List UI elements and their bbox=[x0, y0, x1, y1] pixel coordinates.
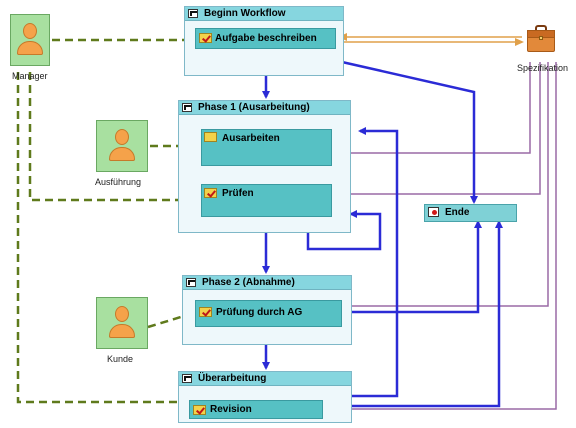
task-revision[interactable]: Revision bbox=[189, 400, 323, 419]
document-label: Spezifikation bbox=[517, 63, 569, 73]
phase-title: Phase 1 (Ausarbeitung) bbox=[198, 102, 310, 113]
phase-header: Phase 2 (Abnahme) bbox=[183, 276, 351, 290]
person-icon bbox=[115, 306, 129, 322]
manager-to-pruefen bbox=[28, 72, 200, 202]
phase-header: Überarbeitung bbox=[179, 372, 351, 386]
end-node[interactable]: Ende bbox=[424, 204, 517, 222]
beginn-to-ende bbox=[341, 60, 478, 204]
phase-flag-icon bbox=[186, 278, 196, 287]
spec-to-pruefen bbox=[329, 62, 541, 198]
phase-title: Überarbeitung bbox=[198, 373, 267, 384]
actor-ausfuehrung[interactable] bbox=[96, 120, 148, 172]
checklist-icon bbox=[204, 188, 217, 198]
phase-1-ausarbeitung[interactable]: Phase 1 (Ausarbeitung) Ausarbeiten Prüfe… bbox=[178, 100, 351, 233]
checklist-icon bbox=[193, 405, 206, 415]
phase-header: Beginn Workflow bbox=[185, 7, 343, 21]
task-aufgabe-beschreiben[interactable]: Aufgabe beschreiben bbox=[195, 28, 336, 49]
ueberarbeitung-to-ende bbox=[352, 220, 503, 408]
actor-manager[interactable] bbox=[10, 14, 50, 66]
phase-title: Phase 2 (Abnahme) bbox=[202, 277, 295, 288]
task-icon bbox=[204, 132, 217, 142]
phase-flag-icon bbox=[188, 9, 198, 18]
person-body bbox=[109, 147, 135, 161]
actor-label-kunde: Kunde bbox=[107, 354, 134, 364]
phase-header: Phase 1 (Ausarbeitung) bbox=[179, 101, 350, 115]
checklist-icon bbox=[199, 33, 212, 43]
phase-beginn-workflow[interactable]: Beginn Workflow Aufgabe beschreiben bbox=[184, 6, 344, 76]
task-title: Prüfung durch AG bbox=[216, 307, 303, 318]
actor-label-manager: Manager bbox=[12, 71, 48, 81]
spec-to-pruefung-ag bbox=[339, 62, 549, 310]
phase-flag-icon bbox=[182, 103, 192, 112]
phase1-loop bbox=[306, 210, 382, 251]
checklist-icon bbox=[199, 307, 212, 317]
person-icon bbox=[23, 23, 37, 39]
pruefung-to-ende bbox=[341, 220, 482, 314]
flow-arrows bbox=[262, 60, 503, 408]
phase-2-abnahme[interactable]: Phase 2 (Abnahme) Prüfung durch AG bbox=[182, 275, 352, 345]
task-pruefung-durch-ag[interactable]: Prüfung durch AG bbox=[195, 300, 342, 327]
person-body bbox=[109, 324, 135, 338]
phase-ueberarbeitung[interactable]: Überarbeitung Revision bbox=[178, 371, 352, 423]
task-pruefen[interactable]: Prüfen bbox=[201, 184, 332, 217]
actor-label-ausfuehrung: Ausführung bbox=[95, 177, 142, 187]
spec-to-revision bbox=[320, 62, 557, 413]
briefcase-handle bbox=[535, 25, 547, 31]
manager-to-revision bbox=[16, 72, 188, 404]
person-body bbox=[17, 41, 43, 55]
data-arrows bbox=[320, 62, 557, 413]
task-ausarbeiten[interactable]: Ausarbeiten bbox=[201, 129, 332, 166]
phase-flag-icon bbox=[182, 374, 192, 383]
end-icon bbox=[428, 207, 439, 217]
task-title: Prüfen bbox=[222, 188, 254, 199]
task-title: Aufgabe beschreiben bbox=[215, 33, 317, 44]
actor-kunde[interactable] bbox=[96, 297, 148, 349]
revision-to-ausarbeiten bbox=[322, 127, 399, 398]
briefcase-clasp bbox=[539, 36, 543, 40]
person-icon bbox=[115, 129, 129, 145]
spec-to-ausarbeiten bbox=[329, 62, 531, 157]
task-title: Ausarbeiten bbox=[222, 133, 280, 144]
task-title: Revision bbox=[210, 404, 252, 415]
end-label: Ende bbox=[445, 207, 470, 218]
document-spezifikation[interactable] bbox=[525, 22, 557, 54]
phase-title: Beginn Workflow bbox=[204, 8, 286, 19]
spec-links bbox=[338, 33, 524, 46]
